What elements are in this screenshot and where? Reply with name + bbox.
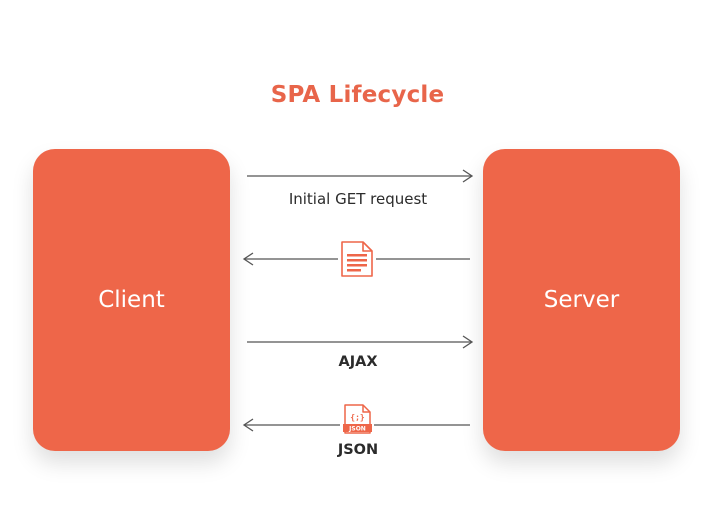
flow-label-get-request: Initial GET request <box>288 190 428 208</box>
arrow-get-request <box>247 169 474 183</box>
server-label: Server <box>543 287 620 313</box>
arrow-ajax <box>247 335 474 349</box>
diagram-title: SPA Lifecycle <box>270 82 445 108</box>
flow-label-json: JSON <box>337 442 379 458</box>
server-box: Server <box>483 149 680 451</box>
svg-text:{;}: {;} <box>350 413 365 422</box>
html-file-icon <box>341 241 373 277</box>
arrow-html-response <box>242 252 470 266</box>
client-box: Client <box>33 149 230 451</box>
client-label: Client <box>98 287 165 313</box>
arrow-json-response <box>242 418 470 432</box>
json-icon-text: JSON <box>348 426 366 433</box>
json-file-icon: {;} JSON <box>343 404 372 434</box>
flow-label-ajax: AJAX <box>338 354 378 370</box>
